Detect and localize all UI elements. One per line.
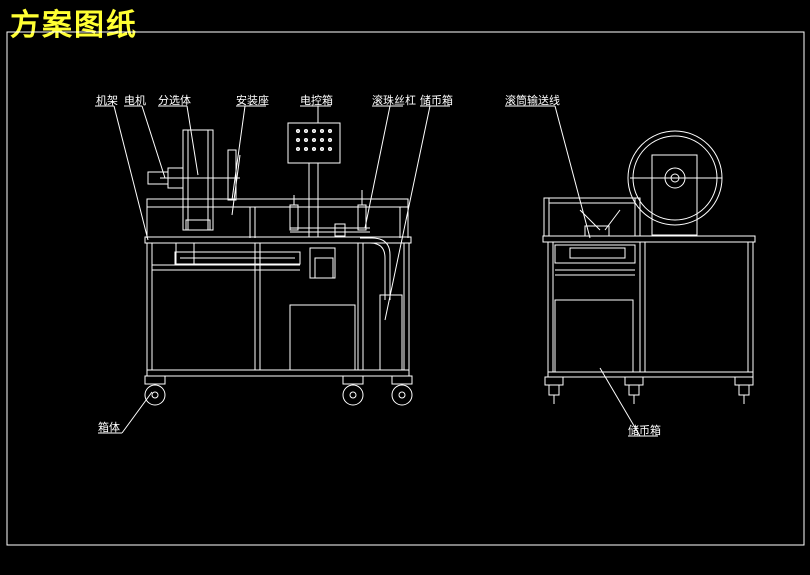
label-diankongxiang: 电控箱 bbox=[300, 93, 333, 107]
label-xiangti: 箱体 bbox=[98, 420, 120, 434]
leader-lines bbox=[95, 105, 658, 437]
label-chubixiang-left: 储币箱 bbox=[420, 93, 453, 107]
label-fenxuanti: 分选体 bbox=[158, 93, 191, 107]
drawing-frame bbox=[6, 31, 805, 546]
label-dianji: 电机 bbox=[124, 93, 146, 107]
label-anzhuangzuo: 安装座 bbox=[236, 93, 269, 107]
label-chubixiang-right: 储币箱 bbox=[628, 423, 661, 437]
label-gunzhusigan: 滚珠丝杠 bbox=[372, 93, 416, 107]
drawing-title: 方案图纸 bbox=[10, 8, 138, 43]
left-machine bbox=[144, 122, 413, 406]
label-gunshusongxian: 滚筒输送线 bbox=[505, 93, 560, 107]
right-machine bbox=[542, 130, 756, 404]
label-jijia: 机架 bbox=[96, 93, 118, 107]
